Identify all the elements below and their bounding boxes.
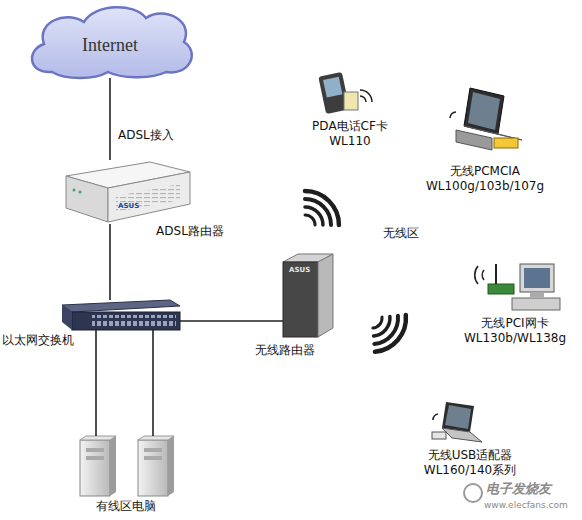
network-cable [152,330,154,436]
usb-laptop [432,402,482,442]
pcmcia-laptop [450,88,522,150]
zone-label: 无线区 [383,226,419,240]
device-label: 无线PCMCIA [426,164,544,179]
device-node: 无线USB适配器WL160/140系列 [430,400,484,444]
wireless-router [283,254,333,337]
device-label: Internet [82,34,138,56]
internet-cloud [32,7,192,78]
device-label: PDA电话CF卡 [312,119,388,134]
model-number: WL160/140系列 [424,463,516,478]
device-label: 无线USB适配器 [424,448,516,463]
network-cable [180,320,283,322]
label-group: ADSL路由器 [156,224,224,239]
label-group: 无线USB适配器WL160/140系列 [424,448,516,478]
device-node: ADSL路由器 [64,160,192,224]
model-number: WL100g/103b/107g [426,179,544,194]
network-cable [109,78,111,160]
device-label: 有线区电脑 [96,499,156,514]
radio-waves [362,304,413,358]
watermark: www.elecfans.com [484,500,568,511]
device-node: 无线路由器 [283,253,333,337]
device-node: 以太网交换机 [62,300,180,330]
watermark-logo [464,484,482,502]
device-node: 无线PCI网卡WL130b/WL138g [470,260,562,312]
brand-logo: ASUS [289,266,310,275]
label-group: PDA电话CF卡WL110 [312,119,388,149]
label-group: Internet [30,2,190,78]
label-group: 无线PCI网卡WL130b/WL138g [464,316,566,346]
adsl-router [66,162,190,222]
edge-label: ADSL接入 [116,128,176,143]
device-node: 有线区电脑 [78,436,176,496]
model-number: WL110 [312,134,388,149]
watermark: 电子发烧友 [486,481,551,496]
cloud-node: Internet [30,2,190,78]
device-label: 以太网交换机 [2,333,74,348]
device-label: 无线路由器 [255,343,315,358]
label-group: 以太网交换机 [2,333,74,348]
pda-device [318,72,372,114]
label-group: 无线路由器 [255,343,315,358]
pci-desktop [475,264,560,310]
network-cable [95,330,97,436]
label-group: 有线区电脑 [96,499,156,514]
label-group: 无线PCMCIAWL100g/103b/107g [426,164,544,194]
brand-logo: ASUS [118,202,139,211]
model-number: WL130b/WL138g [464,331,566,346]
ethernet-switch [62,300,180,330]
device-node: 无线PCMCIAWL100g/103b/107g [452,86,524,152]
radio-waves [293,184,346,237]
device-label: ADSL路由器 [156,224,224,239]
device-label: 无线PCI网卡 [464,316,566,331]
device-node: PDA电话CF卡WL110 [318,70,374,116]
network-cable [109,224,111,300]
wired-pc [80,436,174,496]
